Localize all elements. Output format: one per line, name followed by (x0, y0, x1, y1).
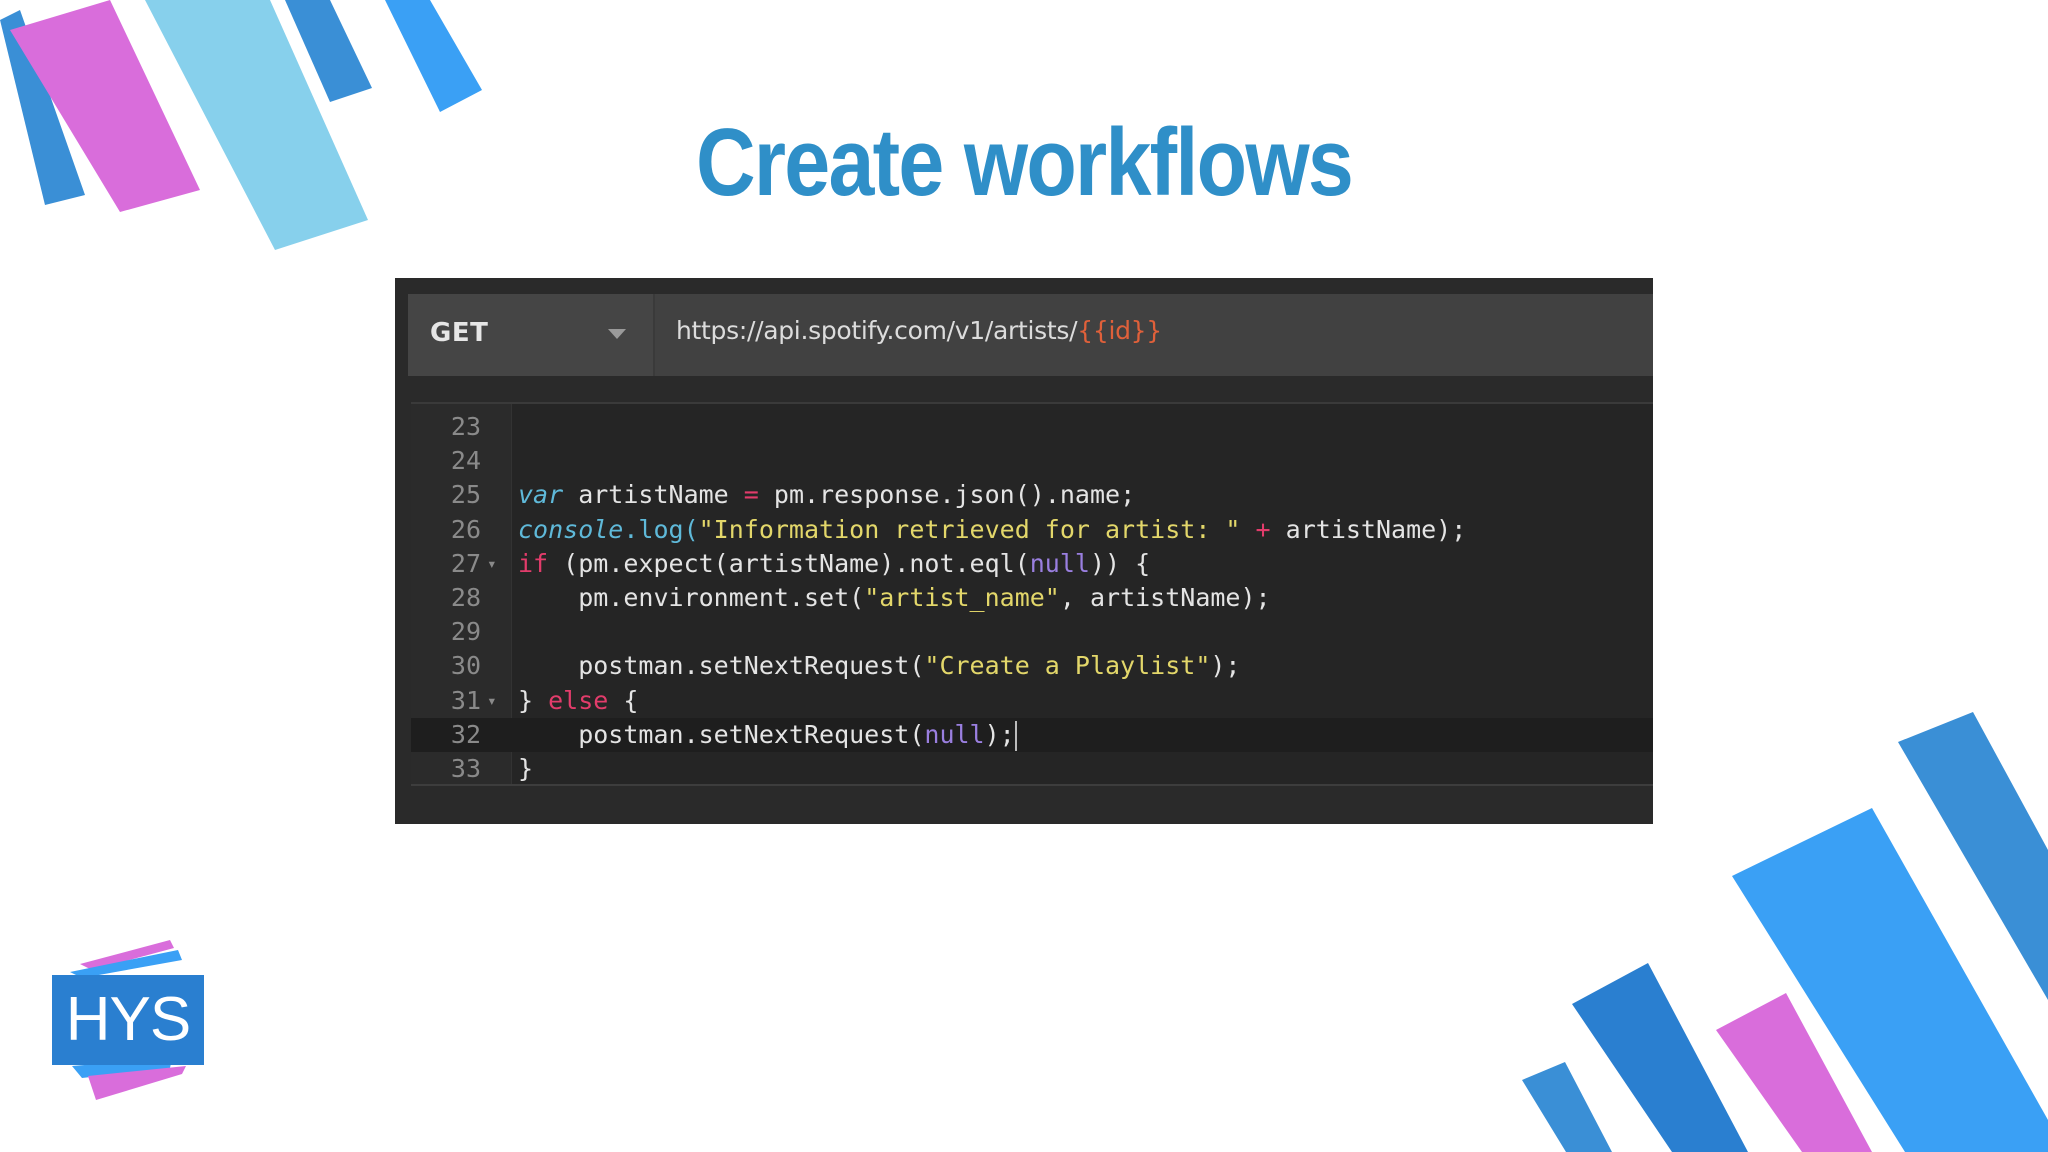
line-number: 30 (450, 651, 481, 681)
method-select[interactable]: GET (408, 294, 655, 376)
code-text: console.log("Information retrieved for a… (518, 513, 1466, 547)
slide-title: Create workflows (695, 109, 1354, 216)
code-token: else (548, 685, 609, 715)
code-token (1240, 515, 1255, 544)
logo-box (52, 975, 204, 1065)
decor-stripes-top-left (0, 0, 482, 250)
request-bar: GET https://api.spotify.com/v1/artists/{… (408, 294, 1653, 376)
line-number: 23 (450, 412, 481, 441)
code-token: { (608, 685, 639, 715)
code-token: ); (1210, 651, 1241, 681)
code-token: "Information retrieved for artist: " (698, 514, 1241, 544)
code-token: null (1029, 548, 1090, 578)
line-number: 28 (450, 583, 481, 612)
code-token: if (518, 548, 549, 578)
fold-toggle-icon[interactable]: ▾ (487, 553, 497, 573)
url-variable: {{id}} (1077, 316, 1162, 345)
postman-window: GET https://api.spotify.com/v1/artists/{… (395, 278, 1653, 824)
test-script-editor[interactable]: 23 24 25 var artistName = pm.response.json(… (411, 402, 1653, 786)
code-line[interactable]: 23 (411, 410, 1653, 444)
code-line[interactable]: 25 var artistName = pm.response.json().na… (411, 478, 1653, 512)
code-token: console (518, 514, 624, 544)
code-line[interactable]: 30 postman.setNextRequest("Create a Play… (411, 649, 1653, 683)
line-number: 24 (450, 446, 481, 476)
line-number: 32 (450, 719, 481, 749)
method-label: GET (430, 318, 489, 348)
code-text: postman.setNextRequest(null); (518, 718, 1017, 752)
code-token: "Create a Playlist" (924, 651, 1211, 681)
code-token: (pm.expect(artistName).not.eql( (548, 548, 1030, 578)
line-number: 26 (450, 514, 481, 544)
code-line[interactable]: 33} (411, 752, 1653, 786)
code-token: postman.setNextRequest( (518, 651, 925, 681)
code-text: pm.environment.set("artist_name", artist… (518, 581, 1271, 615)
code-line[interactable]: 31▾} else { (411, 684, 1653, 718)
line-number: 31 (450, 685, 481, 715)
code-text: } (518, 752, 533, 786)
code-token: pm.response.json().name; (758, 480, 1136, 510)
code-line[interactable]: 29 (411, 615, 1653, 649)
code-token: var (518, 480, 564, 510)
code-token: artistName (563, 480, 744, 510)
code-text: } else { (518, 684, 638, 718)
code-text: postman.setNextRequest("Create a Playlis… (518, 649, 1240, 683)
text-cursor (1014, 720, 1017, 751)
code-line[interactable]: 24 (411, 444, 1653, 478)
code-token: = (743, 480, 759, 510)
line-number: 33 (450, 754, 481, 783)
code-token: "artist_name" (864, 583, 1060, 612)
code-token: postman.setNextRequest( (518, 719, 925, 749)
code-line[interactable]: 28 pm.environment.set("artist_name", art… (411, 581, 1653, 615)
code-token: } (518, 754, 534, 783)
logo-text: HYS (65, 985, 191, 1054)
chevron-down-icon[interactable] (608, 329, 626, 339)
code-token: , artistName); (1059, 583, 1271, 612)
code-token: } (518, 685, 549, 715)
code-line[interactable]: 26 console.log("Information retrieved for… (411, 513, 1653, 547)
code-token: + (1255, 514, 1271, 544)
code-token: .log( (623, 514, 699, 544)
code-token: null (924, 719, 985, 749)
code-line[interactable]: 27 ▾ if (pm.expect(artistName).not.eql(nul… (411, 547, 1653, 581)
code-token: pm.environment.set( (518, 583, 865, 612)
line-number: 25 (450, 480, 481, 510)
code-line[interactable]: 32 postman.setNextRequest(null); (411, 717, 1653, 752)
code-text: if (pm.expect(artistName).not.eql(null))… (518, 547, 1150, 581)
line-number: 27 (450, 548, 481, 578)
fold-toggle-icon[interactable]: ▾ (487, 690, 497, 710)
line-number: 29 (450, 617, 481, 647)
code-token: ); (984, 719, 1015, 749)
url-prefix: https://api.spotify.com/v1/artists/ (676, 316, 1078, 345)
code-token: artistName); (1270, 514, 1467, 544)
code-token: )) { (1089, 548, 1151, 578)
code-text: var artistName = pm.response.json().name… (518, 478, 1135, 512)
url-input[interactable]: https://api.spotify.com/v1/artists/{{id}… (676, 316, 1162, 345)
hys-logo: HYS (52, 940, 206, 1100)
